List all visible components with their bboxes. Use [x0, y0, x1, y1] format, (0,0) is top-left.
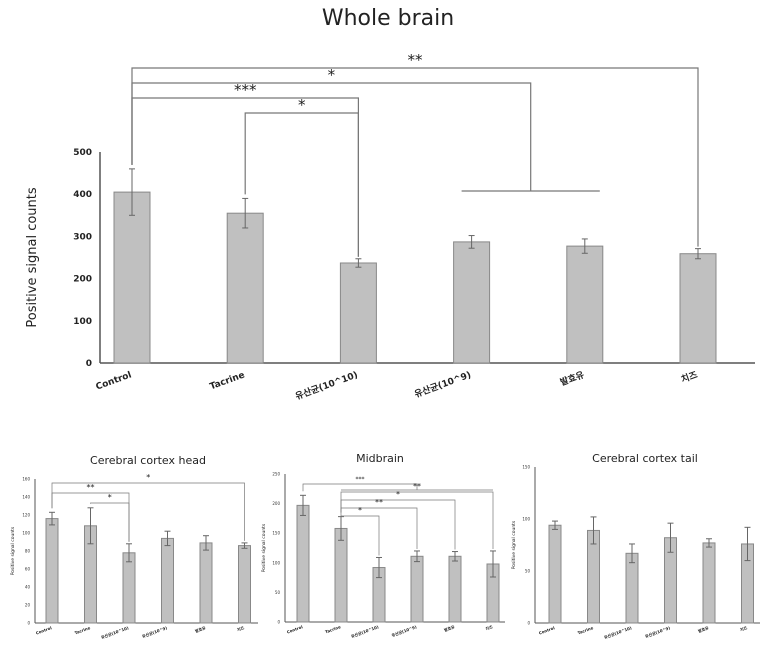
x-tick-label: 유산균(10^9) — [644, 624, 671, 639]
bar — [566, 245, 604, 364]
y-tick-label: 150 — [522, 465, 530, 470]
y-tick-label: 40 — [25, 585, 31, 590]
bar — [45, 518, 59, 624]
x-tick-label: 치즈 — [484, 623, 493, 631]
x-tick-label: 유산균(10^10) — [100, 624, 130, 640]
x-tick-label: 유산균(10^9) — [413, 369, 473, 401]
y-tick-label: 0 — [277, 620, 280, 625]
y-tick-label: 400 — [73, 190, 92, 200]
chart-title: Midbrain — [356, 452, 404, 465]
y-tick-label: 100 — [272, 560, 280, 565]
x-tick-label: 유산균(10^10) — [294, 369, 360, 403]
bar — [548, 524, 562, 624]
x-tick-label: Control — [538, 625, 556, 636]
y-tick-label: 300 — [73, 232, 92, 242]
y-tick-label: 160 — [22, 477, 30, 482]
significance-label: ** — [87, 483, 95, 492]
y-tick-label: 60 — [25, 567, 31, 572]
bar — [448, 555, 462, 623]
bar — [296, 504, 310, 623]
y-tick-label: 100 — [22, 531, 30, 536]
bar — [453, 241, 491, 364]
x-tick-label: 유산균(10^9) — [141, 624, 168, 639]
y-tick-label: 200 — [73, 275, 92, 285]
x-tick-label: 발효유 — [443, 623, 456, 633]
bar — [339, 262, 377, 364]
y-tick-label: 80 — [25, 549, 31, 554]
y-tick-label: 120 — [22, 513, 30, 518]
y-tick-label: 50 — [525, 569, 531, 574]
y-tick-label: 150 — [272, 531, 280, 536]
x-tick-label: 발효유 — [558, 369, 585, 389]
x-tick-label: Control — [95, 370, 133, 392]
y-axis-label: Positive signal counts — [511, 520, 517, 569]
y-tick-label: 100 — [73, 317, 92, 327]
bar — [238, 545, 251, 624]
bar — [199, 542, 213, 624]
x-tick-label: 발효유 — [194, 624, 207, 634]
x-tick-label: Tacrine — [324, 624, 341, 634]
significance-label: * — [108, 493, 112, 502]
significance-bracket — [340, 507, 418, 549]
significance-label: * — [146, 473, 150, 482]
bar — [625, 552, 639, 624]
chart-title: Cerebral cortex tail — [592, 452, 698, 465]
significance-label: *** — [356, 476, 365, 483]
significance-bracket — [302, 483, 418, 492]
y-tick-label: 0 — [86, 359, 92, 369]
y-axis-label: Positive signal counts — [10, 526, 16, 575]
y-axis-label: Positive signal counts — [261, 523, 267, 572]
x-tick-label: 발효유 — [697, 624, 710, 634]
x-tick-label: 치즈 — [236, 624, 245, 632]
y-tick-label: 100 — [522, 517, 530, 522]
significance-bracket — [340, 512, 380, 556]
significance-label: *** — [234, 81, 257, 99]
x-tick-label: Tacrine — [74, 625, 91, 635]
significance-bracket — [51, 482, 245, 541]
y-axis-label: Positive signal counts — [25, 187, 40, 328]
significance-bracket — [340, 499, 456, 550]
y-tick-label: 50 — [275, 590, 281, 595]
significance-bracket — [131, 67, 699, 247]
significance-bracket — [244, 112, 359, 257]
x-tick-label: Tacrine — [577, 625, 594, 635]
y-tick-label: 0 — [527, 621, 530, 626]
x-tick-label: 유산균(10^10) — [603, 624, 633, 640]
bar — [122, 552, 136, 624]
bar — [161, 537, 174, 624]
y-tick-label: 200 — [272, 501, 280, 506]
bar — [226, 212, 264, 364]
y-tick-label: 500 — [73, 148, 92, 158]
significance-label: * — [396, 490, 400, 499]
x-tick-label: 치즈 — [739, 624, 748, 632]
y-tick-label: 140 — [22, 495, 30, 500]
x-tick-label: Tacrine — [209, 370, 247, 392]
significance-label: * — [358, 506, 362, 515]
bar — [113, 191, 151, 364]
x-tick-label: Control — [286, 624, 304, 635]
significance-bracket — [131, 82, 532, 191]
significance-label: * — [298, 96, 306, 114]
y-tick-label: 0 — [27, 621, 30, 626]
x-tick-label: 유산균(10^10) — [350, 623, 380, 639]
y-tick-label: 20 — [25, 603, 31, 608]
bar — [334, 527, 348, 623]
significance-bracket — [90, 502, 130, 542]
x-tick-label: 치즈 — [679, 368, 699, 385]
significance-label: ** — [408, 51, 424, 69]
chart-title: Whole brain — [322, 6, 454, 31]
y-tick-label: 250 — [272, 472, 280, 477]
x-tick-label: Control — [35, 625, 53, 636]
x-tick-label: 유산균(10^9) — [390, 623, 417, 638]
bar — [679, 253, 717, 364]
significance-label: ** — [413, 482, 421, 491]
bar — [410, 555, 424, 623]
significance-label: * — [328, 66, 336, 84]
chart-title: Cerebral cortex head — [90, 454, 206, 467]
bar — [702, 542, 716, 624]
significance-label: ** — [375, 498, 383, 507]
